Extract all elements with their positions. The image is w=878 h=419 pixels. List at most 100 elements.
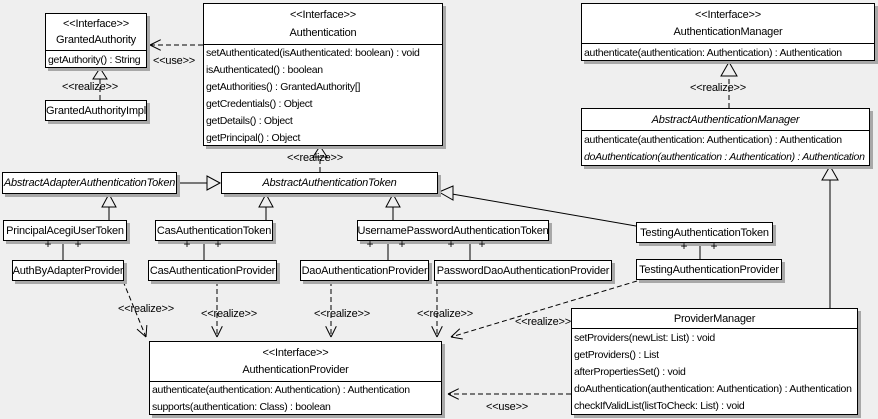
stereotype-label-realize-dao: <<realize>> [314,308,370,320]
stereotype-label-realize-auth-by-adapter: <<realize>> [118,303,174,315]
stereotype-label-realize-abstract-manager: <<realize>> [690,82,746,94]
class-title: PrincipalAcegiUserToken [4,221,126,240]
class-name: DaoAuthenticationProvider [301,264,428,277]
class-abstract-authentication-manager[interactable]: AbstractAuthenticationManager authenticat… [581,108,870,166]
class-name: CasAuthenticationProvider [149,264,276,277]
class-dao-authentication-provider[interactable]: DaoAuthenticationProvider [300,260,429,281]
class-title: <<Interface>> Authentication [204,4,442,45]
class-name: AuthenticationManager [673,26,783,38]
association-visibility-marker: + [214,237,222,251]
class-stereotype: <<Interface>> [63,18,129,30]
class-name: AuthenticationProvider [242,364,349,376]
class-method: afterPropertiesSet() : void [574,366,686,378]
class-title: GrantedAuthorityImpl [46,101,146,120]
class-title: CasAuthenticationProvider [149,261,276,280]
class-title: UsernamePasswordAuthenticationToken [358,221,548,240]
stereotype-label-realize-testing: <<realize>> [515,316,571,328]
class-authentication-provider[interactable]: <<Interface>> AuthenticationProvider authe… [149,341,442,415]
association-visibility-marker: + [366,237,374,251]
class-method: getPrincipal() : Object [206,131,301,144]
class-title: TestingAuthenticationProvider [637,260,781,279]
association-visibility-marker: + [74,237,82,251]
class-name: AbstractAuthenticationManager [651,113,800,126]
class-testing-authentication-provider[interactable]: TestingAuthenticationProvider [636,259,782,280]
class-method: setProviders(newList: List) : void [574,331,715,344]
class-title: <<Interface>> AuthenticationManager [582,4,874,44]
class-stereotype: <<Interface>> [695,9,761,21]
class-method: checkIfValidList(listToCheck: List) : vo… [574,400,745,413]
class-granted-authority[interactable]: <<Interface>> GrantedAuthority getAuthorit… [45,13,147,68]
class-methods: authenticate(authentication: Authenticat… [582,131,869,166]
class-title: AbstractAdapterAuthenticationToken [3,173,176,193]
class-method: isAuthenticated() : boolean [206,64,323,77]
association-visibility-marker: + [398,237,406,251]
class-method: authenticate(authentication: Authenticat… [584,133,842,146]
class-name: TestingAuthenticationProvider [639,263,779,276]
class-title: AbstractAuthenticationToken [222,173,437,193]
class-title: TestingAuthenticationToken [637,223,772,242]
class-title: <<Interface>> GrantedAuthority [46,14,146,51]
class-title: AuthByAdapterProvider [13,261,123,280]
stereotype-label-realize-cas: <<realize>> [201,308,257,320]
class-testing-authentication-token[interactable]: TestingAuthenticationToken [636,222,773,243]
class-title: AbstractAuthenticationManager [582,109,869,131]
class-method: getAuthorities() : GrantedAuthority[] [206,81,361,94]
association-visibility-marker: + [680,239,688,253]
class-title: <<Interface>> AuthenticationProvider [150,342,441,382]
class-cas-authentication-token[interactable]: CasAuthenticationToken [155,220,273,241]
association-visibility-marker: + [710,239,718,253]
class-method: getProviders() : List [574,348,659,361]
association-visibility-marker: + [183,237,191,251]
class-methods: getAuthority() : String [46,51,146,68]
class-name: GrantedAuthorityImpl [46,104,146,117]
class-stereotype: <<Interface>> [290,9,356,22]
association-visibility-marker: + [447,237,455,251]
class-methods: authenticate(authentication: Authenticat… [150,382,441,415]
class-stereotype: <<Interface>> [262,347,329,359]
stereotype-label-realize-abstract-token: <<realize>> [287,152,343,164]
class-name: TestingAuthenticationToken [640,226,769,239]
class-name: CasAuthenticationToken [156,224,272,237]
class-method: authenticate(authentication: Authenticat… [152,384,410,397]
class-name: PasswordDaoAuthenticationProvider [436,264,610,277]
class-title: DaoAuthenticationProvider [301,261,428,280]
class-method: doAuthentication(authentication: Authent… [574,383,852,396]
class-cas-authentication-provider[interactable]: CasAuthenticationProvider [148,260,277,281]
class-principal-acegi-user-token[interactable]: PrincipalAcegiUserToken [3,220,127,241]
class-name: Authentication [289,26,357,39]
class-method: supports(authentication: Class) : boolea… [152,400,331,413]
class-abstract-authentication-token[interactable]: AbstractAuthenticationToken [221,172,438,194]
class-provider-manager[interactable]: ProviderManager setProviders(newList: Lis… [571,308,858,415]
class-name: UsernamePasswordAuthenticationToken [358,224,548,237]
association-visibility-marker: + [44,237,52,251]
class-name: AuthByAdapterProvider [13,264,123,277]
stereotype-label-use-granted-authority: <<use>> [152,55,196,67]
class-name: AbstractAuthenticationToken [262,177,397,189]
class-auth-by-adapter-provider[interactable]: AuthByAdapterProvider [12,260,124,281]
class-authentication[interactable]: <<Interface>> Authentication setAuthentica… [203,3,443,146]
class-method: setAuthenticated(isAuthenticated: boolea… [206,47,420,60]
stereotype-label-use-provider-manager: <<use>> [485,401,529,413]
class-authentication-manager[interactable]: <<Interface>> AuthenticationManager authen… [581,3,875,61]
class-methods: authenticate(authentication: Authenticat… [582,44,874,61]
class-granted-authority-impl[interactable]: GrantedAuthorityImpl [45,100,147,121]
class-name: AbstractAdapterAuthenticationToken [3,177,176,189]
class-title: CasAuthenticationToken [156,221,272,240]
stereotype-label-realize-granted-authority: <<realize>> [62,81,118,93]
class-username-password-authentication-token[interactable]: UsernamePasswordAuthenticationToken [357,220,549,241]
class-name: GrantedAuthority [56,34,136,46]
class-title: PasswordDaoAuthenticationProvider [435,261,611,280]
association-visibility-marker: + [478,237,486,251]
class-abstract-adapter-authentication-token[interactable]: AbstractAdapterAuthenticationToken [2,172,177,194]
class-password-dao-authentication-provider[interactable]: PasswordDaoAuthenticationProvider [434,260,612,281]
stereotype-label-realize-password-dao: <<realize>> [417,308,473,320]
class-methods: setAuthenticated(isAuthenticated: boolea… [204,45,442,146]
class-title: ProviderManager [572,309,857,329]
class-method: getCredentials() : Object [206,97,313,110]
class-method: getDetails() : Object [206,114,293,127]
class-name: ProviderManager [673,312,756,325]
class-method: authenticate(authentication: Authenticat… [584,46,842,59]
class-method: getAuthority() : String [48,53,141,66]
